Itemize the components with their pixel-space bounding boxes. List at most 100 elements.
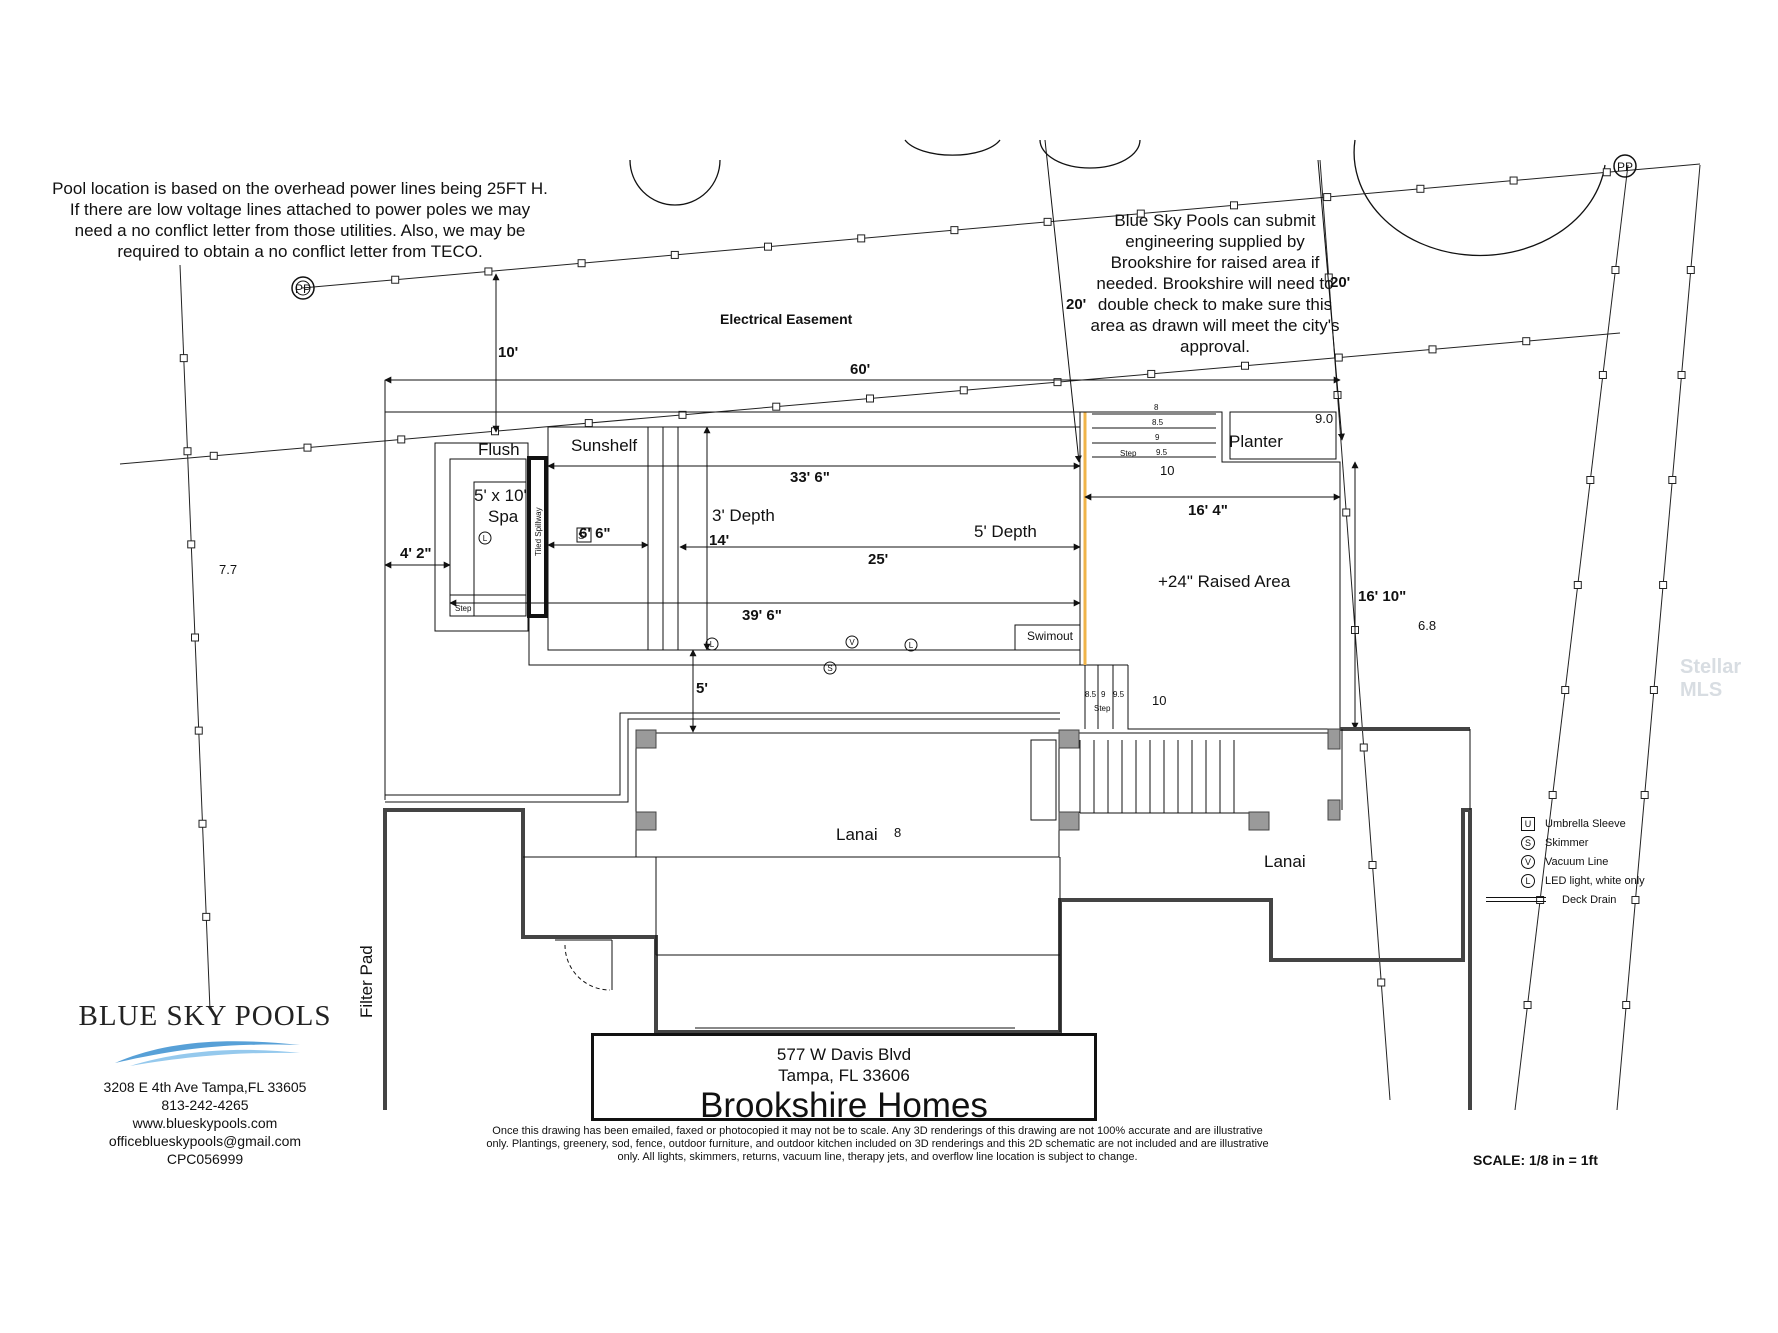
power-line-marker	[577, 259, 586, 268]
power-line-marker	[1622, 1001, 1631, 1009]
power-line-marker	[1668, 476, 1677, 484]
power-line-marker	[303, 443, 312, 452]
elevation-10-top: 10	[1160, 463, 1174, 478]
power-line-marker	[678, 410, 687, 419]
swimout-label: Swimout	[1027, 629, 1074, 643]
legend-item-deck-drain: Deck Drain	[1486, 890, 1645, 909]
dim-33-6: 33' 6"	[547, 462, 1081, 486]
power-line-marker	[1586, 476, 1595, 484]
raised-area	[1079, 411, 1341, 730]
svg-text:PP: PP	[1617, 160, 1633, 174]
skimmer-icon: S	[1521, 835, 1535, 850]
svg-text:20': 20'	[1330, 274, 1350, 291]
dim-6-6: S 6' 6"	[547, 525, 649, 549]
skimmer-symbol: S	[823, 661, 837, 675]
svg-text:39' 6": 39' 6"	[742, 607, 782, 624]
spa-size-label: 5' x 10'	[474, 486, 527, 505]
power-line-marker	[1523, 1001, 1532, 1009]
power-line-markers	[179, 168, 1695, 1009]
deck-drain-icon	[1486, 897, 1546, 902]
dim-25: 25'	[679, 543, 1081, 568]
company-license: CPC056999	[166, 1151, 244, 1167]
power-line-marker	[1649, 686, 1658, 694]
power-line-marker	[198, 819, 207, 828]
power-line-marker	[1428, 345, 1437, 354]
wave-logo-icon	[115, 1041, 300, 1066]
svg-text:L: L	[483, 534, 488, 543]
note-line: required to obtain a no conflict letter …	[117, 242, 483, 261]
company-address: 3208 E 4th Ave Tampa,FL 33605	[103, 1079, 307, 1095]
svg-text:16' 4": 16' 4"	[1188, 502, 1228, 519]
led-light-icon: L	[1521, 873, 1535, 888]
dim-20-left: 20'	[1044, 139, 1086, 463]
elevation-7-7: 7.7	[219, 562, 237, 577]
filter-pad-label: Filter Pad	[357, 945, 376, 1018]
power-line-marker	[772, 402, 781, 411]
title-block: 577 W Davis Blvd Tampa, FL 33606 Brooksh…	[591, 1033, 1097, 1125]
power-line-marker	[670, 250, 679, 259]
svg-text:60': 60'	[850, 361, 870, 378]
watermark: Stellar MLS	[1680, 656, 1742, 701]
dim-5: 5'	[689, 649, 708, 733]
power-line-marker	[1548, 791, 1557, 799]
power-line-marker	[1640, 791, 1649, 799]
step-elevations-bottom: 8.5 9 9.5	[1085, 690, 1125, 699]
disclaimer-text: Once this drawing has been emailed, faxe…	[486, 1125, 1269, 1163]
svg-text:6' 6": 6' 6"	[579, 525, 611, 542]
power-line-marker	[202, 912, 211, 921]
spa-area	[434, 442, 1128, 666]
tiled-spillway-label: Tiled Spillway	[534, 507, 543, 556]
spa-step-label: Step	[455, 604, 472, 613]
deep-depth-label: 5' Depth	[974, 522, 1037, 541]
svg-text:25': 25'	[868, 551, 888, 568]
light-symbol: L	[478, 531, 492, 545]
power-pole-left: PP	[291, 276, 315, 300]
columns	[635, 728, 1341, 831]
vacuum-symbol: V	[845, 635, 859, 649]
raised-area-note: Blue Sky Pools can submit engineering su…	[1060, 210, 1370, 357]
power-line-marker	[584, 419, 593, 428]
note-line: Brookshire for raised area if	[1110, 253, 1320, 272]
svg-text:L: L	[909, 641, 914, 650]
note-line: Pool location is based on the overhead p…	[52, 179, 548, 198]
svg-text:8: 8	[1154, 403, 1159, 412]
svg-text:V: V	[849, 638, 855, 647]
dim-4-2: 4' 2"	[384, 545, 451, 569]
electrical-easement-label: Electrical Easement	[720, 311, 853, 327]
power-line-marker	[764, 242, 772, 251]
power-line-marker	[1136, 209, 1145, 218]
lanai-right-label: Lanai	[1264, 852, 1306, 871]
note-line: approval.	[1180, 337, 1250, 356]
power-line-marker	[950, 226, 959, 235]
power-line-marker	[857, 234, 866, 243]
svg-text:10': 10'	[498, 344, 518, 361]
company-branding: BLUE SKY POOLS 3208 E 4th Ave Tampa,FL 3…	[60, 1000, 350, 1168]
company-contact: 3208 E 4th Ave Tampa,FL 33605 813-242-42…	[60, 1078, 350, 1168]
lanai-label: Lanai	[836, 825, 878, 844]
power-line-marker	[1377, 978, 1386, 987]
dim-16-4: 16' 4"	[1084, 493, 1341, 519]
power-line-marker	[179, 354, 188, 363]
svg-text:9.5: 9.5	[1156, 448, 1168, 457]
svg-text:20': 20'	[1066, 296, 1086, 313]
dim-39-6: 39' 6"	[449, 599, 1081, 624]
company-website: www.blueskypools.com	[132, 1115, 278, 1131]
power-line-marker	[1536, 896, 1545, 904]
svg-text:L: L	[710, 640, 715, 649]
light-symbol: L	[904, 638, 918, 652]
svg-text:14': 14'	[709, 532, 729, 549]
power-line-marker	[187, 540, 196, 549]
company-name: BLUE SKY POOLS	[78, 1000, 332, 1032]
step-label-top: Step	[1120, 449, 1137, 458]
power-line-marker	[1631, 896, 1640, 904]
flush-label: Flush	[478, 440, 520, 459]
power-line-marker	[1522, 337, 1531, 346]
power-line-marker	[191, 633, 199, 642]
power-line-marker	[1368, 861, 1377, 869]
note-line: needed. Brookshire will need to	[1096, 274, 1334, 293]
dim-14: 14'	[703, 426, 729, 651]
step-elevations-top: 8 8.5 9 9.5	[1152, 403, 1168, 457]
